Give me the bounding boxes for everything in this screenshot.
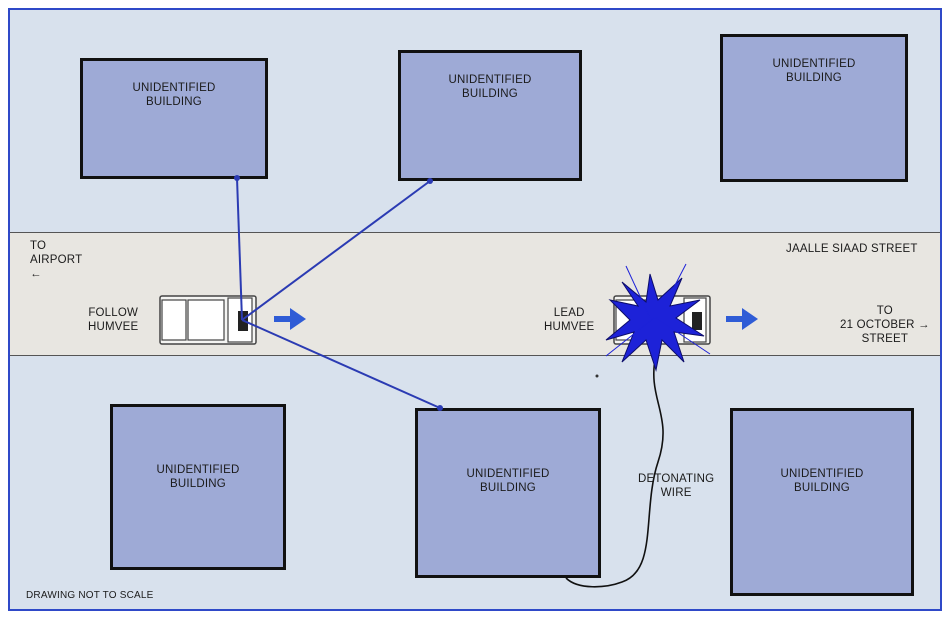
building-label: UNIDENTIFIED BUILDING <box>780 468 864 494</box>
not-to-scale-note: DRAWING NOT TO SCALE <box>26 590 154 601</box>
sight-end-top-center <box>427 178 433 184</box>
building-bottom-center: UNIDENTIFIED BUILDING <box>415 408 601 578</box>
sight-line-top-left <box>236 177 243 321</box>
street-name: JAALLE SIAAD STREET <box>786 243 918 255</box>
direction-arrow-lead <box>726 308 758 330</box>
debris-dot <box>595 374 599 378</box>
building-top-right: UNIDENTIFIED BUILDING <box>720 34 908 182</box>
building-bottom-right: UNIDENTIFIED BUILDING <box>730 408 914 596</box>
diagram-frame: UNIDENTIFIED BUILDING UNIDENTIFIED BUILD… <box>8 8 942 611</box>
building-bottom-left: UNIDENTIFIED BUILDING <box>110 404 286 570</box>
to-airport-label: TO AIRPORT ← <box>30 240 83 280</box>
sight-line-top-center <box>241 180 431 321</box>
building-label: UNIDENTIFIED BUILDING <box>156 464 240 490</box>
sight-end-top-left <box>234 175 240 181</box>
to-21-october-label: TO 21 OCTOBER → STREET <box>840 305 930 345</box>
lead-humvee-label: LEAD HUMVEE <box>544 307 595 333</box>
building-top-center: UNIDENTIFIED BUILDING <box>398 50 582 181</box>
building-label: UNIDENTIFIED BUILDING <box>772 58 856 84</box>
follow-humvee-label: FOLLOW HUMVEE <box>88 307 139 333</box>
sight-line-bottom-center <box>241 319 441 409</box>
explosion-icon <box>605 263 711 372</box>
detonating-wire <box>565 353 664 588</box>
building-label: UNIDENTIFIED BUILDING <box>466 468 550 494</box>
building-label: UNIDENTIFIED BUILDING <box>132 82 216 108</box>
lines-of-sight <box>234 175 443 411</box>
direction-arrow-follow <box>274 308 306 330</box>
detonating-wire-label: DETONATING WIRE <box>638 473 715 499</box>
sight-end-bottom-center <box>437 405 443 411</box>
building-top-left: UNIDENTIFIED BUILDING <box>80 58 268 179</box>
diagram-overlay <box>159 175 758 588</box>
building-label: UNIDENTIFIED BUILDING <box>448 74 532 100</box>
follow-humvee <box>159 295 257 345</box>
